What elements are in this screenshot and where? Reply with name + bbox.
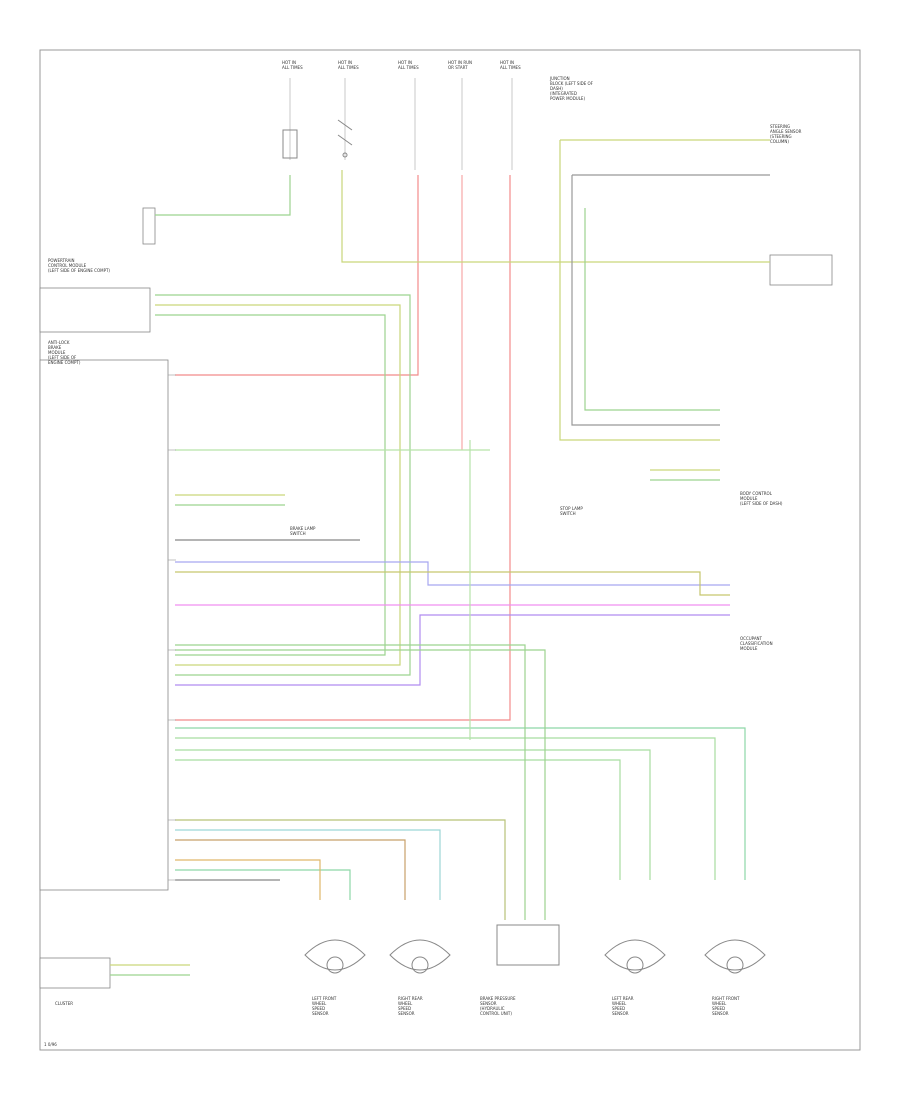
powertrain-module-box (39, 287, 151, 333)
wires (110, 139, 770, 976)
cluster-box (39, 957, 111, 989)
fuse-feeds (282, 78, 513, 170)
clock-spring-box (142, 207, 156, 245)
abs-pins (168, 374, 176, 881)
footer-code: 1 0/96 (44, 1042, 57, 1047)
yaw-sensor-box (769, 254, 833, 286)
cluster-label: CLUSTER (55, 1001, 73, 1006)
abs-module-box (39, 359, 169, 891)
